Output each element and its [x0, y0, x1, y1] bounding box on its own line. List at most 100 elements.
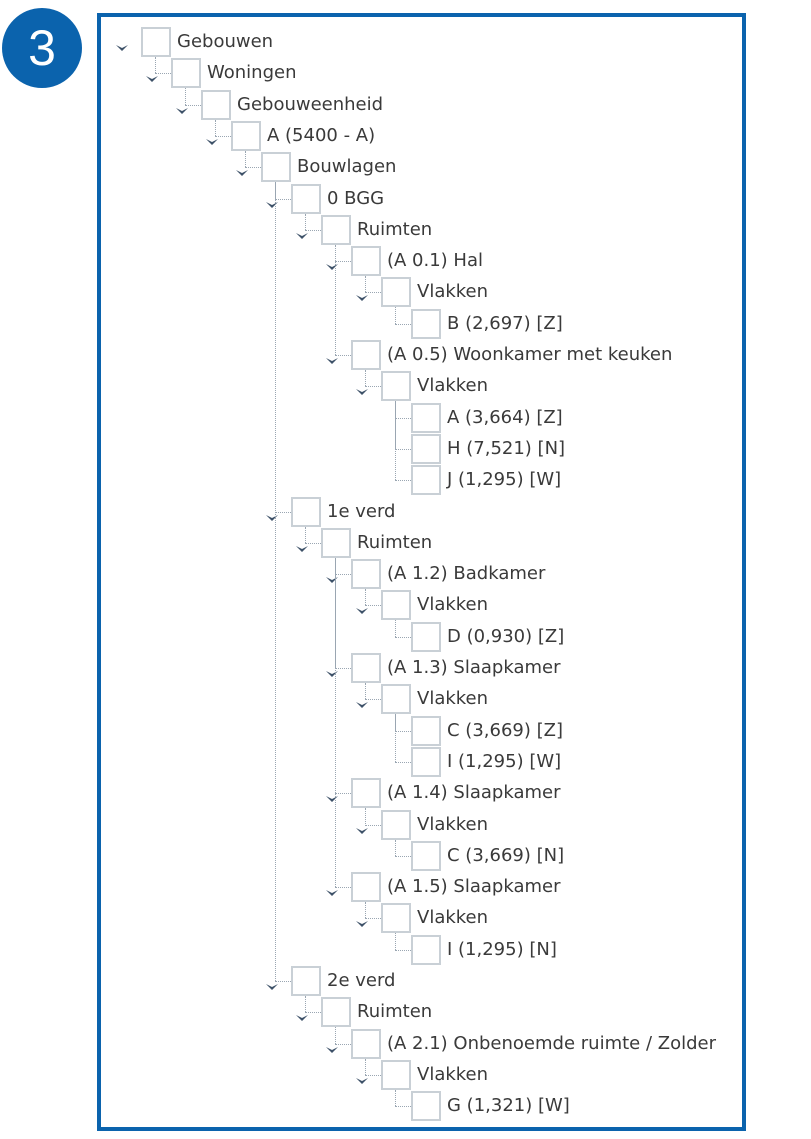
tree-node[interactable]: I (1,295) [W] [0, 746, 740, 777]
node-label: 2e verd [327, 970, 396, 991]
chevron-down-icon[interactable] [325, 351, 339, 364]
tree-node[interactable]: (A 0.1) Hal [0, 246, 740, 277]
tree-node[interactable]: J (1,295) [W] [0, 465, 740, 496]
tree-node[interactable]: C (3,669) [N] [0, 840, 740, 871]
tree-node[interactable]: H (7,521) [N] [0, 433, 740, 464]
tree-node[interactable]: Vlakken [0, 371, 740, 402]
node-checkbox[interactable] [411, 402, 441, 433]
node-checkbox[interactable] [351, 559, 381, 590]
tree-node[interactable]: C (3,669) [Z] [0, 715, 740, 746]
chevron-down-icon[interactable] [265, 508, 279, 521]
node-checkbox[interactable] [411, 465, 441, 496]
tree-node[interactable]: Vlakken [0, 590, 740, 621]
tree-node[interactable]: 1e verd [0, 496, 740, 527]
node-checkbox[interactable] [351, 778, 381, 809]
chevron-down-icon[interactable] [355, 601, 369, 615]
node-checkbox[interactable] [351, 340, 381, 370]
node-checkbox[interactable] [351, 246, 381, 277]
node-checkbox[interactable] [141, 27, 171, 57]
node-checkbox[interactable] [291, 496, 321, 527]
tree-node[interactable]: Gebouwen [0, 27, 740, 57]
tree-node[interactable]: Vlakken [0, 809, 740, 840]
chevron-down-icon[interactable] [355, 914, 369, 928]
chevron-down-icon[interactable] [325, 883, 339, 897]
tree-node[interactable]: (A 1.5) Slaapkamer [0, 872, 740, 903]
node-checkbox[interactable] [291, 183, 321, 214]
chevron-down-icon[interactable] [325, 1040, 339, 1053]
tree-node[interactable]: (A 1.2) Badkamer [0, 559, 740, 590]
chevron-down-icon[interactable] [235, 163, 249, 177]
chevron-down-icon[interactable] [145, 69, 159, 83]
node-checkbox[interactable] [201, 89, 231, 120]
chevron-down-icon[interactable] [325, 570, 339, 584]
chevron-down-icon[interactable] [295, 226, 309, 239]
tree-node[interactable]: D (0,930) [Z] [0, 621, 740, 652]
chevron-down-icon[interactable] [355, 695, 369, 709]
tree-node[interactable]: Vlakken [0, 684, 740, 715]
chevron-down-icon[interactable] [265, 195, 279, 208]
tree-node[interactable]: B (2,697) [Z] [0, 308, 740, 339]
chevron-down-icon[interactable] [295, 1008, 309, 1022]
node-checkbox[interactable] [411, 715, 441, 746]
chevron-down-icon[interactable] [265, 977, 279, 990]
node-checkbox[interactable] [381, 277, 411, 308]
node-checkbox[interactable] [381, 809, 411, 840]
node-checkbox[interactable] [261, 152, 291, 183]
chevron-down-icon[interactable] [355, 1071, 369, 1084]
node-checkbox[interactable] [351, 653, 381, 683]
node-checkbox[interactable] [321, 214, 351, 245]
node-checkbox[interactable] [411, 621, 441, 652]
node-checkbox[interactable] [411, 746, 441, 777]
node-checkbox[interactable] [381, 371, 411, 402]
tree-node[interactable]: Ruimten [0, 214, 740, 245]
tree-node[interactable]: Vlakken [0, 903, 740, 934]
tree-connector-line [335, 557, 336, 888]
tree-node[interactable]: (A 0.5) Woonkamer met keuken [0, 340, 740, 370]
tree-node[interactable]: Ruimten [0, 527, 740, 558]
node-checkbox[interactable] [321, 997, 351, 1028]
tree-node[interactable]: A (5400 - A) [0, 120, 740, 151]
node-checkbox[interactable] [351, 1028, 381, 1059]
chevron-down-icon[interactable] [355, 288, 369, 302]
chevron-down-icon[interactable] [115, 38, 129, 51]
node-checkbox[interactable] [411, 934, 441, 965]
tree-connector-line [395, 933, 396, 950]
chevron-down-icon[interactable] [355, 821, 369, 834]
node-checkbox[interactable] [231, 120, 261, 151]
tree-node[interactable]: Gebouweenheid [0, 89, 740, 120]
chevron-down-icon[interactable] [325, 789, 339, 803]
chevron-down-icon[interactable] [325, 257, 339, 271]
tree-node[interactable]: G (1,321) [W] [0, 1091, 740, 1122]
node-label: 1e verd [327, 500, 396, 522]
node-checkbox[interactable] [381, 684, 411, 715]
tree-node[interactable]: 0 BGG [0, 183, 740, 214]
node-checkbox[interactable] [381, 590, 411, 621]
chevron-down-icon[interactable] [295, 539, 309, 552]
tree-node[interactable]: (A 1.3) Slaapkamer [0, 653, 740, 683]
tree-node[interactable]: Vlakken [0, 277, 740, 308]
tree-node[interactable]: I (1,295) [N] [0, 934, 740, 965]
node-checkbox[interactable] [411, 1091, 441, 1122]
node-checkbox[interactable] [291, 966, 321, 996]
chevron-down-icon[interactable] [175, 101, 189, 114]
tree-node[interactable]: Woningen [0, 58, 740, 89]
node-checkbox[interactable] [351, 872, 381, 903]
chevron-down-icon[interactable] [325, 664, 339, 677]
node-checkbox[interactable] [381, 1059, 411, 1090]
node-checkbox[interactable] [411, 308, 441, 339]
tree-node[interactable]: 2e verd [0, 966, 740, 996]
chevron-down-icon[interactable] [355, 382, 369, 396]
node-checkbox[interactable] [171, 58, 201, 89]
tree-node[interactable]: Vlakken [0, 1059, 740, 1090]
tree-node[interactable]: Ruimten [0, 997, 740, 1028]
tree-node[interactable]: Bouwlagen [0, 152, 740, 183]
tree-connector-line [365, 699, 381, 701]
node-checkbox[interactable] [321, 527, 351, 558]
tree-node[interactable]: A (3,664) [Z] [0, 402, 740, 433]
tree-node[interactable]: (A 2.1) Onbenoemde ruimte / Zolder [0, 1028, 740, 1059]
node-checkbox[interactable] [411, 840, 441, 871]
node-checkbox[interactable] [411, 433, 441, 464]
tree-node[interactable]: (A 1.4) Slaapkamer [0, 778, 740, 809]
node-checkbox[interactable] [381, 903, 411, 934]
chevron-down-icon[interactable] [205, 132, 219, 145]
